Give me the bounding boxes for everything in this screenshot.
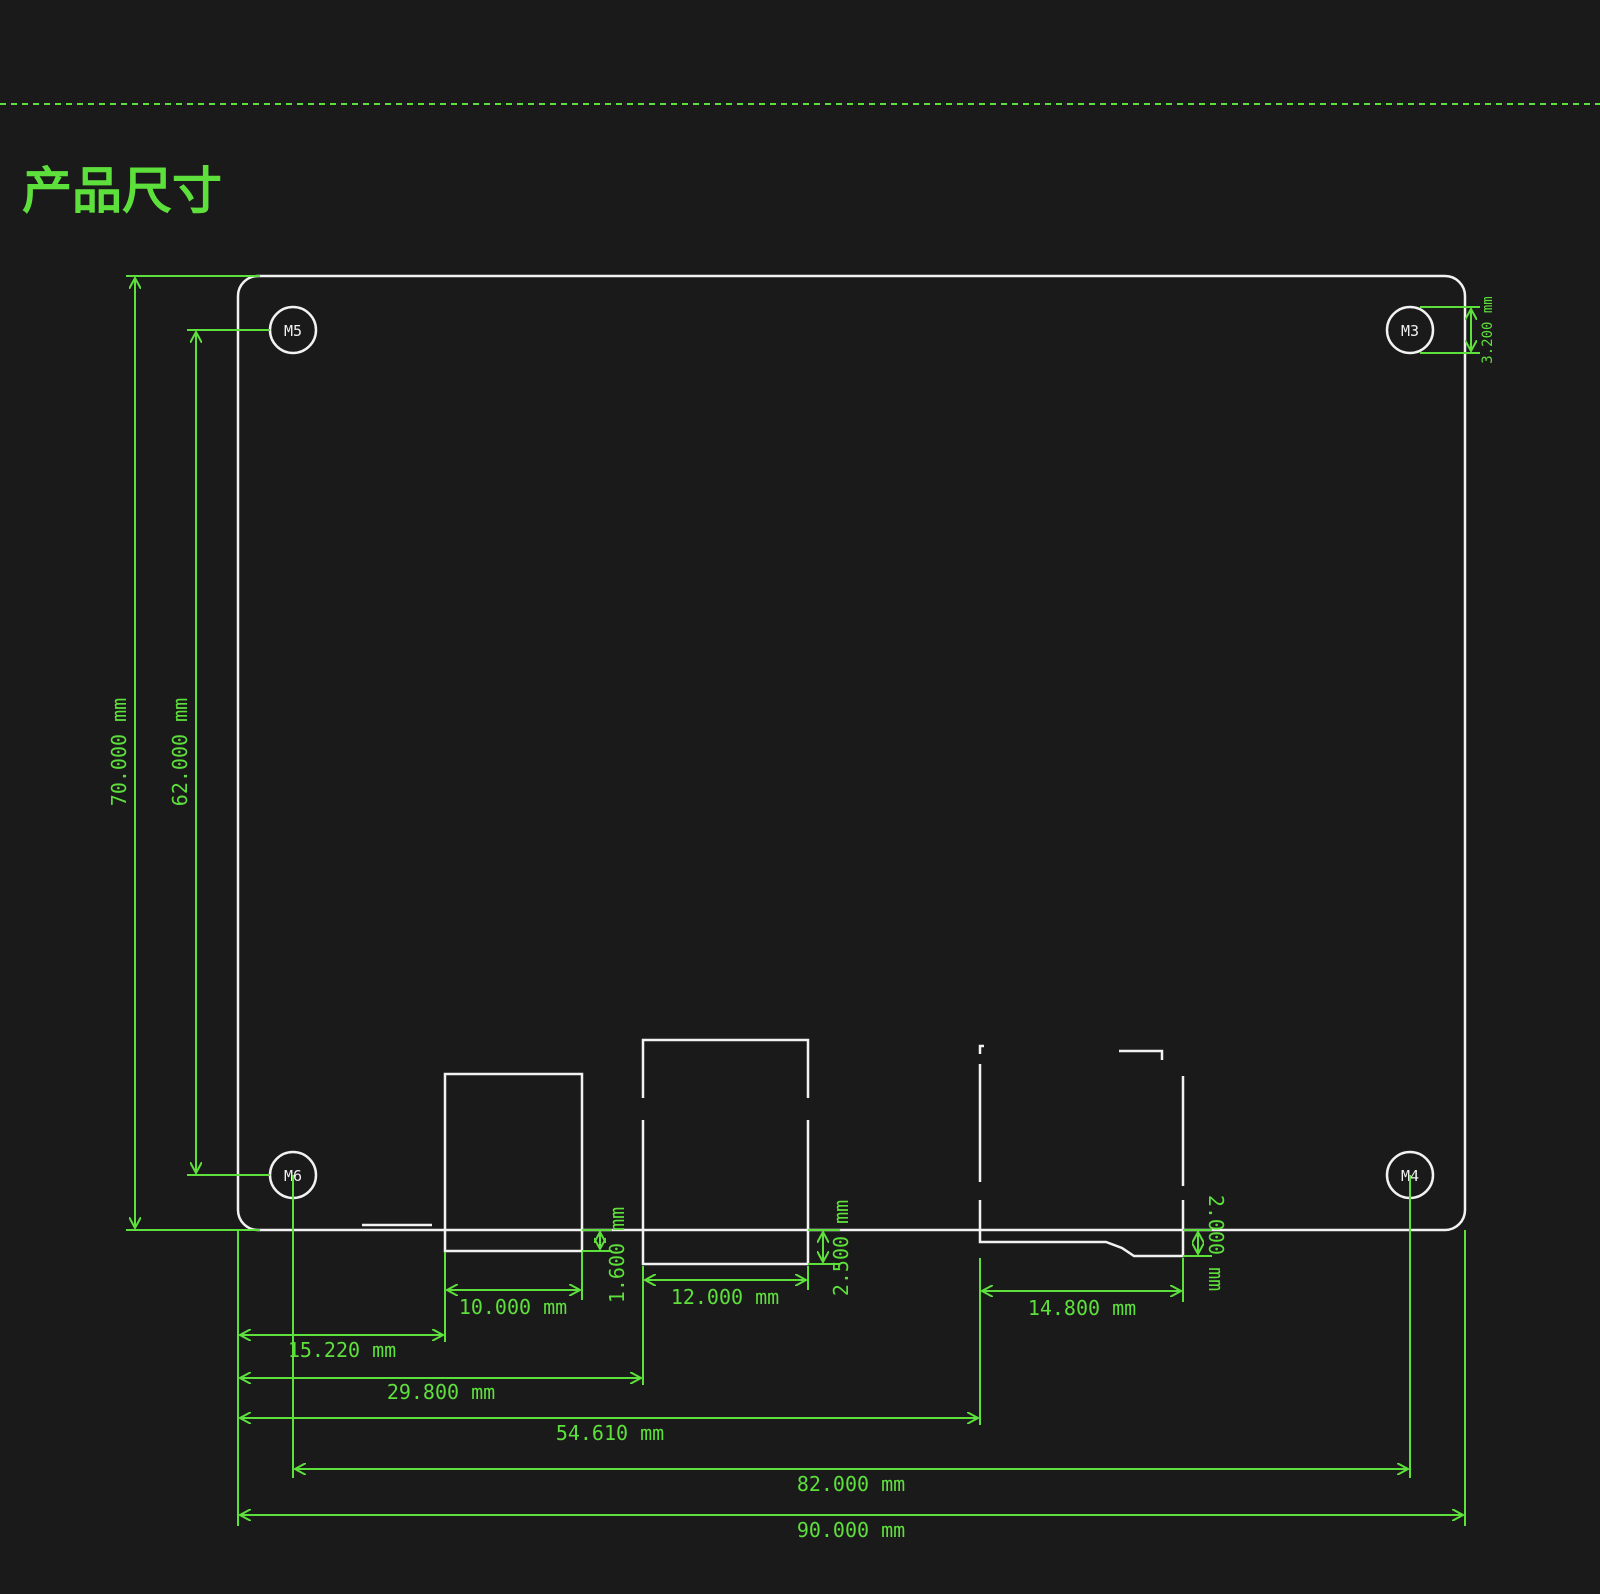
dim-port2-overhang: [808, 1229, 840, 1265]
label-hole-edge-offset: 3.200 mm: [1480, 296, 1496, 363]
label-hole-horizontal-spacing: 82.000 mm: [797, 1472, 905, 1496]
page-title: 产品尺寸: [22, 162, 222, 220]
dim-port1-width: [444, 1252, 583, 1300]
dim-hole-horizontal-spacing: [292, 1175, 1411, 1478]
dim-port1-overhang: [582, 1229, 612, 1252]
hole-m3-circle: [1385, 305, 1435, 355]
dim-hole-vertical-spacing: [187, 329, 270, 1176]
port2-outline: [641, 1038, 810, 1266]
hole-m5-label: M5: [284, 322, 302, 340]
dim-board-height: [126, 275, 260, 1231]
port3-outline: [978, 1044, 1185, 1258]
board-outline: [236, 274, 1467, 1232]
label-port3-overhang: 2.000 mm: [1204, 1195, 1228, 1291]
label-board-height: 70.000 mm: [107, 698, 131, 806]
port1-outline: [443, 1072, 584, 1253]
hole-m5: M5: [268, 305, 318, 355]
hole-m3: M3: [1385, 305, 1435, 355]
dim-hole-edge-offset: [1420, 306, 1480, 354]
label-port3-width: 14.800 mm: [1028, 1296, 1136, 1320]
label-port3-offset: 54.610 mm: [556, 1421, 664, 1445]
label-port1-width: 10.000 mm: [459, 1295, 567, 1319]
label-port2-offset: 29.800 mm: [387, 1380, 495, 1404]
label-port2-width: 12.000 mm: [671, 1285, 779, 1309]
dim-board-width: [237, 1230, 1466, 1526]
label-port1-overhang: 1.600 mm: [605, 1207, 629, 1303]
label-port2-overhang: 2.500 mm: [829, 1200, 853, 1296]
label-port1-offset: 15.220 mm: [288, 1338, 396, 1362]
dim-port3-overhang: [1183, 1229, 1212, 1257]
dim-port2-offset: [240, 1266, 644, 1385]
label-hole-vertical-spacing: 62.000 mm: [168, 698, 192, 806]
hole-m3-label: M3: [1401, 322, 1419, 340]
label-board-width: 90.000 mm: [797, 1518, 905, 1542]
dim-port1-offset: [240, 1252, 446, 1342]
dim-port3-offset: [240, 1258, 981, 1425]
